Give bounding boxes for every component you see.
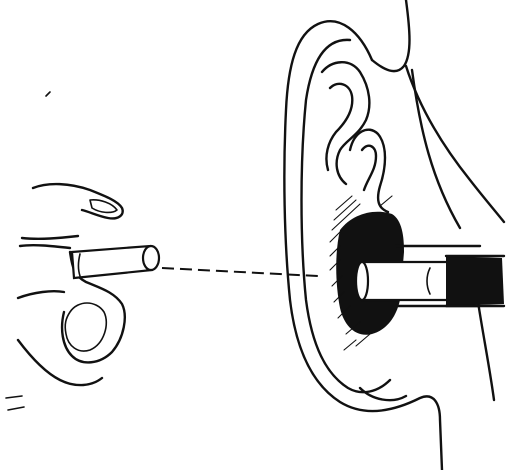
ear-antihelix bbox=[322, 62, 369, 184]
earplug-inserted bbox=[356, 256, 504, 306]
ear-lobe bbox=[360, 388, 406, 400]
insertion-guide-dashed-line bbox=[162, 268, 318, 276]
index-finger-underside bbox=[22, 236, 78, 239]
ear-tragus bbox=[362, 146, 376, 190]
thumbnail bbox=[65, 303, 106, 351]
wrist-mark bbox=[6, 396, 22, 398]
hatch-line bbox=[356, 334, 370, 346]
cheek-outline bbox=[412, 70, 460, 228]
ear bbox=[284, 0, 504, 470]
inserted-plug-body bbox=[362, 262, 448, 300]
wrist-mark-2 bbox=[8, 407, 24, 410]
earplug-end bbox=[143, 246, 159, 270]
palm-outline bbox=[18, 291, 64, 298]
inserted-plug-end bbox=[356, 262, 368, 300]
earplug-held bbox=[72, 246, 159, 278]
earplug-body bbox=[72, 246, 152, 278]
index-fingernail bbox=[90, 200, 117, 213]
hatch-line bbox=[344, 340, 356, 350]
speck-mark bbox=[46, 92, 50, 96]
canal-dark-beyond-plug bbox=[446, 256, 504, 306]
ear-back-edge bbox=[372, 0, 410, 71]
middle-finger-outline bbox=[20, 245, 70, 248]
hatch-line bbox=[380, 196, 392, 206]
head-outline bbox=[406, 66, 504, 222]
ear-antihelix-inner bbox=[326, 84, 352, 170]
hatch-line bbox=[334, 200, 356, 220]
index-finger-outline bbox=[33, 184, 123, 218]
jaw-outline bbox=[478, 302, 494, 400]
hatch-line bbox=[336, 196, 352, 210]
